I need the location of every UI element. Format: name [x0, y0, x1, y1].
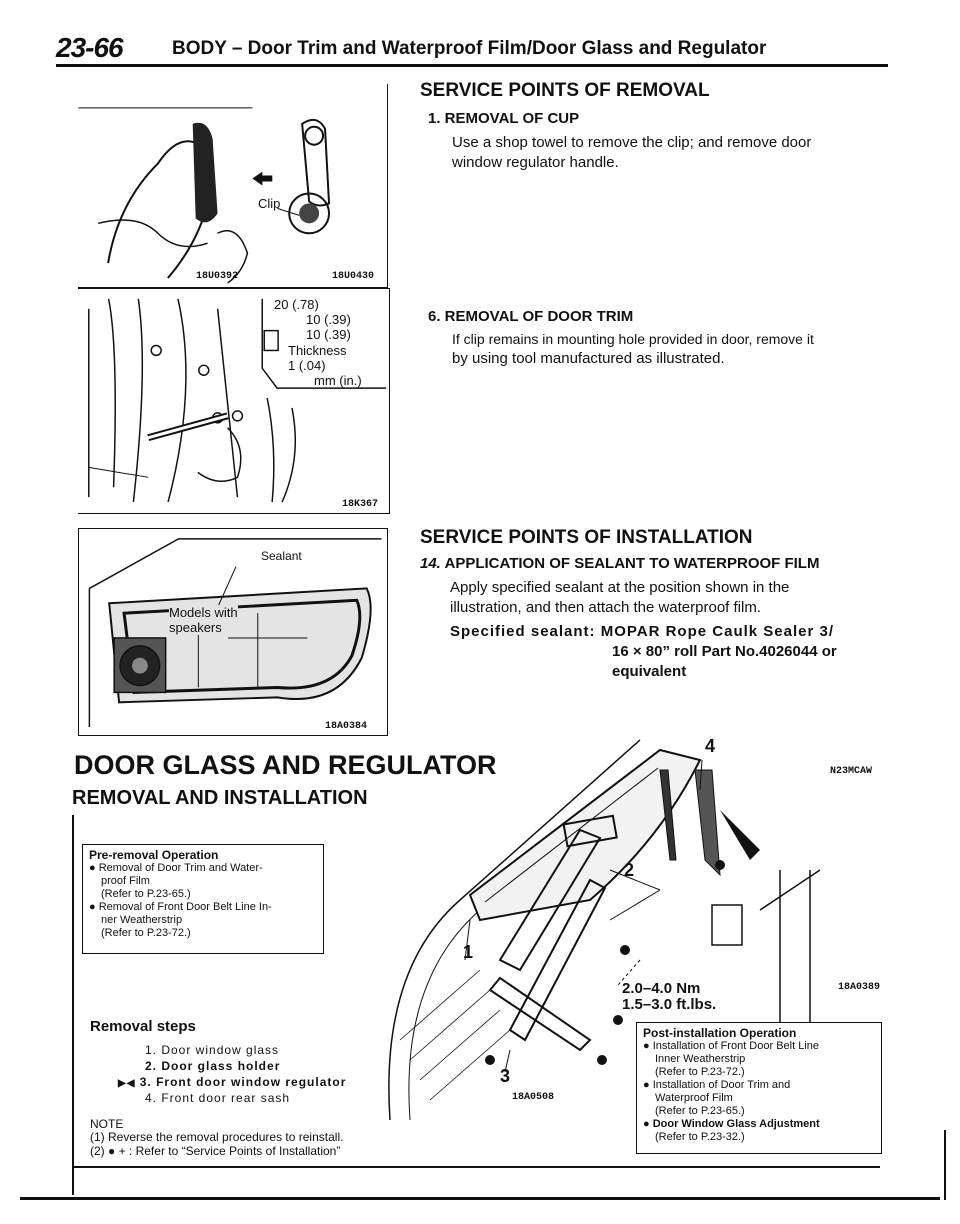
- page-number: 23-66: [56, 32, 124, 63]
- dim-1: 1 (.04): [288, 358, 326, 373]
- installation-item14-title: 14. APPLICATION OF SEALANT TO WATERPROOF…: [420, 555, 819, 572]
- figure-code-18A0389: 18A0389: [838, 982, 881, 993]
- post-installation-line2: Inner Weatherstrip: [655, 1053, 746, 1065]
- removal-step-1: 1. Door window glass: [145, 1043, 280, 1057]
- pre-removal-line4: ● Removal of Front Door Belt Line In-: [89, 901, 272, 913]
- torque-ftlbs: 1.5–3.0 ft.lbs.: [622, 996, 717, 1013]
- callout-1: 1: [463, 942, 474, 962]
- figure-code-18A0384: 18A0384: [325, 721, 368, 732]
- installation-item14-text: APPLICATION OF SEALANT TO WATERPROOF FIL…: [444, 555, 820, 572]
- sealant-spec-line1: Specified sealant: MOPAR Rope Caulk Seal…: [450, 623, 834, 640]
- lower-left-rule: [72, 815, 74, 1195]
- removal-step-4: 4. Front door rear sash: [145, 1091, 291, 1105]
- content-end-rule: [72, 1166, 880, 1168]
- dim-10-a: 10 (.39): [306, 312, 351, 327]
- figure-code-18K367: 18K367: [342, 499, 379, 510]
- removal-item1-title: 1. REMOVAL OF CUP: [428, 110, 580, 127]
- removal-item1-line1: Use a shop towel to remove the clip; and…: [452, 134, 812, 151]
- post-installation-box: Post-installation Operation ● Installati…: [636, 1022, 882, 1154]
- pre-removal-title: Pre-removal Operation: [89, 848, 219, 862]
- dim-10-b: 10 (.39): [306, 327, 351, 342]
- installation-item14-line2: illustration, and then attach the waterp…: [450, 599, 762, 616]
- models-label-2: speakers: [169, 620, 222, 635]
- post-installation-line3: (Refer to P.23-72.): [655, 1066, 745, 1078]
- sealant-spec-line3: equivalent: [612, 663, 687, 680]
- removal-step-3-text: 3. Front door window regulator: [139, 1075, 347, 1089]
- figure-code-18U0430: 18U0430: [332, 271, 375, 282]
- clip-removal-illustration: [78, 107, 331, 284]
- removal-points-heading: SERVICE POINTS OF REMOVAL: [420, 80, 710, 101]
- dim-20: 20 (.78): [274, 297, 319, 312]
- pre-removal-line6: (Refer to P.23-72.): [101, 927, 191, 939]
- figure-code-N23MCAW: N23MCAW: [830, 766, 873, 777]
- callout-3: 3: [500, 1066, 511, 1086]
- installation-item14-number: 14.: [420, 555, 441, 572]
- removal-item6-line1: If clip remains in mounting hole provide…: [452, 331, 814, 347]
- pre-removal-line1: ● Removal of Door Trim and Water-: [89, 862, 263, 874]
- door-glass-regulator-illustration: [388, 739, 821, 1121]
- figure-code-18U0392: 18U0392: [196, 271, 239, 282]
- note-line2: (2) ● + : Refer to “Service Points of In…: [90, 1144, 341, 1158]
- note-title: NOTE: [90, 1117, 124, 1131]
- clip-label: Clip: [258, 196, 281, 211]
- torque-nm: 2.0–4.0 Nm: [622, 980, 701, 997]
- pre-removal-line5: ner Weatherstrip: [101, 914, 183, 926]
- figure-clip-removal: Clip 18U0392 18U0430: [78, 84, 388, 288]
- removal-installation-heading: REMOVAL AND INSTALLATION: [72, 787, 368, 809]
- door-glass-heading: DOOR GLASS AND REGULATOR: [74, 750, 497, 780]
- sealant-label: Sealant: [261, 549, 302, 563]
- pre-removal-line2: proof Film: [101, 875, 150, 887]
- post-installation-line4: ● Installation of Door Trim and: [643, 1079, 791, 1091]
- installation-item14-line1: Apply specified sealant at the position …: [450, 579, 790, 596]
- footer-rule: [20, 1197, 940, 1200]
- removal-item6-title: 6. REMOVAL OF DOOR TRIM: [428, 308, 634, 325]
- removal-steps-title: Removal steps: [90, 1018, 196, 1035]
- callout-2: 2: [624, 860, 635, 880]
- figure-trim-tool: 20 (.78) 10 (.39) 10 (.39) Thickness 1 (…: [78, 288, 390, 514]
- post-installation-line1: ● Installation of Front Door Belt Line: [643, 1040, 820, 1052]
- installation-points-heading: SERVICE POINTS OF INSTALLATION: [420, 527, 753, 548]
- trim-tool-illustration: [88, 298, 387, 503]
- figure-code-18A0508: 18A0508: [512, 1092, 555, 1103]
- post-installation-title: Post-installation Operation: [643, 1026, 797, 1040]
- callout-4: 4: [705, 736, 716, 756]
- page-title: BODY – Door Trim and Waterproof Film/Doo…: [172, 38, 767, 59]
- post-installation-line6: (Refer to P.23-65.): [655, 1105, 745, 1117]
- sealant-illustration: [88, 538, 382, 728]
- models-label-1: Models with: [169, 605, 238, 620]
- dim-thickness: Thickness: [288, 343, 347, 358]
- figure-sealant: Sealant Models with speakers 18A0384: [78, 528, 388, 736]
- removal-item6-line2: by using tool manufactured as illustrate…: [452, 350, 725, 367]
- removal-step-2: 2. Door glass holder: [145, 1059, 281, 1073]
- dim-unit: mm (in.): [314, 373, 362, 388]
- right-margin-rule: [944, 1130, 946, 1200]
- post-installation-line7: ● Door Window Glass Adjustment: [643, 1118, 820, 1130]
- service-point-marker: ▶◀: [118, 1078, 136, 1089]
- note-line1: (1) Reverse the removal procedures to re…: [90, 1130, 344, 1144]
- removal-item1-line2: window regulator handle.: [452, 154, 619, 171]
- pre-removal-box: Pre-removal Operation ● Removal of Door …: [82, 844, 324, 954]
- post-installation-line8: (Refer to P.23-32.): [655, 1131, 745, 1143]
- pre-removal-line3: (Refer to P.23-65.): [101, 888, 191, 900]
- removal-step-3: ▶◀ 3. Front door window regulator: [118, 1074, 346, 1092]
- post-installation-line5: Waterproof Film: [655, 1092, 733, 1104]
- header-rule: [56, 64, 888, 67]
- sealant-spec-line2: 16 × 80” roll Part No.4026044 or: [612, 643, 837, 660]
